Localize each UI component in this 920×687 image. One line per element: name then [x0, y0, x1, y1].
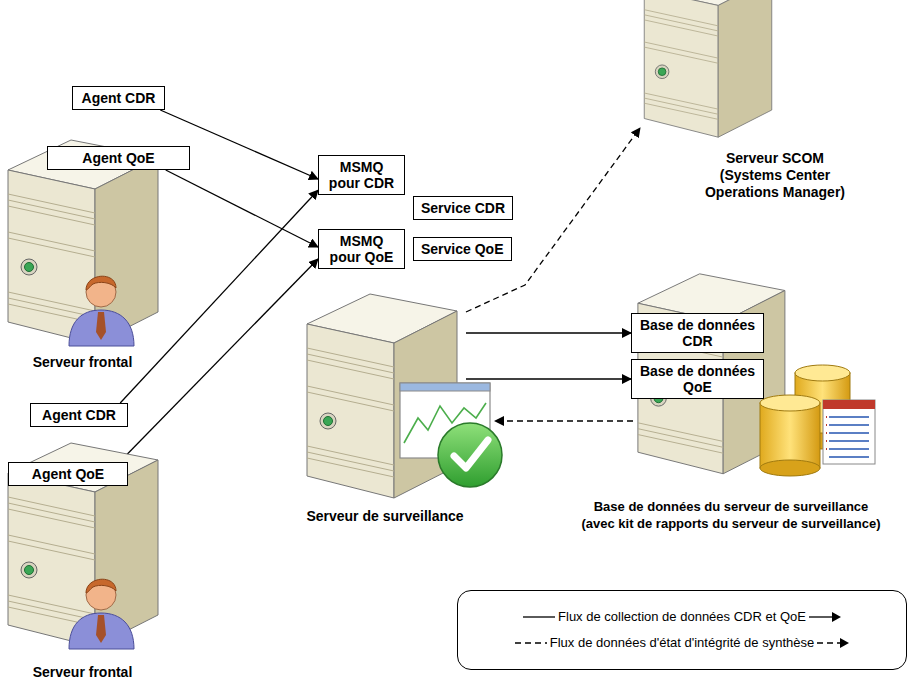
component-box: Base de données QoE — [631, 359, 764, 399]
server-node: Serveur SCOM (Systems Center Operations … — [640, 0, 910, 201]
legend-line — [523, 616, 555, 617]
server-label: Serveur de surveillance — [285, 508, 485, 525]
server-label: Base de données du serveur de surveillan… — [550, 498, 912, 532]
component-box: Base de données CDR — [631, 313, 764, 353]
box-label: Service QoE — [421, 241, 504, 257]
legend-arrowhead — [832, 612, 841, 622]
server-tower — [644, 0, 772, 137]
server-label: Serveur SCOM (Systems Center Operations … — [695, 150, 855, 201]
data-flow-arrow — [466, 332, 631, 333]
user-figure — [69, 579, 134, 649]
server-icon — [300, 268, 510, 503]
component-box: MSMQ pour QoE — [318, 229, 405, 269]
box-label: Base de données QoE — [639, 363, 756, 395]
legend-line — [515, 642, 547, 643]
box-label: Service CDR — [421, 200, 505, 216]
server-tower — [8, 140, 158, 344]
box-label: Base de données CDR — [639, 317, 756, 349]
legend-line — [817, 642, 842, 643]
legend-row: Flux de données d'état d'intégrité de sy… — [458, 635, 906, 651]
component-box: MSMQ pour CDR — [318, 155, 405, 195]
component-box: Agent QoE — [8, 462, 128, 486]
legend-box: Flux de collection de données CDR et QoE… — [457, 590, 907, 670]
component-box: Service QoE — [413, 237, 512, 261]
component-box: Agent CDR — [30, 403, 128, 427]
user-figure — [69, 276, 134, 346]
monitoring-screen — [400, 383, 502, 487]
server-label: Serveur frontal — [0, 664, 165, 681]
box-label: MSMQ pour CDR — [326, 159, 397, 191]
legend-line-sample — [522, 611, 556, 623]
status-flow-arrow — [495, 420, 633, 421]
component-box: Service CDR — [413, 196, 513, 220]
legend-text: Flux de collection de données CDR et QoE — [558, 609, 806, 625]
box-label: Agent CDR — [38, 407, 120, 423]
box-label: MSMQ pour QoE — [326, 233, 397, 265]
server-label: Serveur frontal — [0, 354, 165, 371]
legend-line-sample — [514, 637, 548, 649]
server-icon — [640, 0, 780, 145]
server-tower — [8, 443, 158, 647]
legend-arrowhead — [840, 638, 849, 648]
box-label: Agent QoE — [16, 466, 120, 482]
status-flow-arrow — [466, 128, 640, 312]
data-flow-arrow — [166, 170, 318, 247]
server-node: Base de données du serveur de surveillan… — [545, 266, 915, 532]
box-label: Agent CDR — [80, 90, 157, 106]
legend-line-sample — [816, 637, 850, 649]
component-box: Agent QoE — [47, 146, 190, 170]
component-box: Agent CDR — [72, 86, 165, 110]
legend-row: Flux de collection de données CDR et QoE — [458, 609, 906, 625]
server-node: Serveur de surveillance — [300, 268, 510, 525]
data-flow-arrow — [466, 378, 631, 379]
database-icons — [760, 365, 875, 476]
legend-text: Flux de données d'état d'intégrité de sy… — [550, 635, 814, 651]
legend-line — [809, 616, 834, 617]
legend-line-sample — [808, 611, 842, 623]
box-label: Agent QoE — [55, 150, 182, 166]
